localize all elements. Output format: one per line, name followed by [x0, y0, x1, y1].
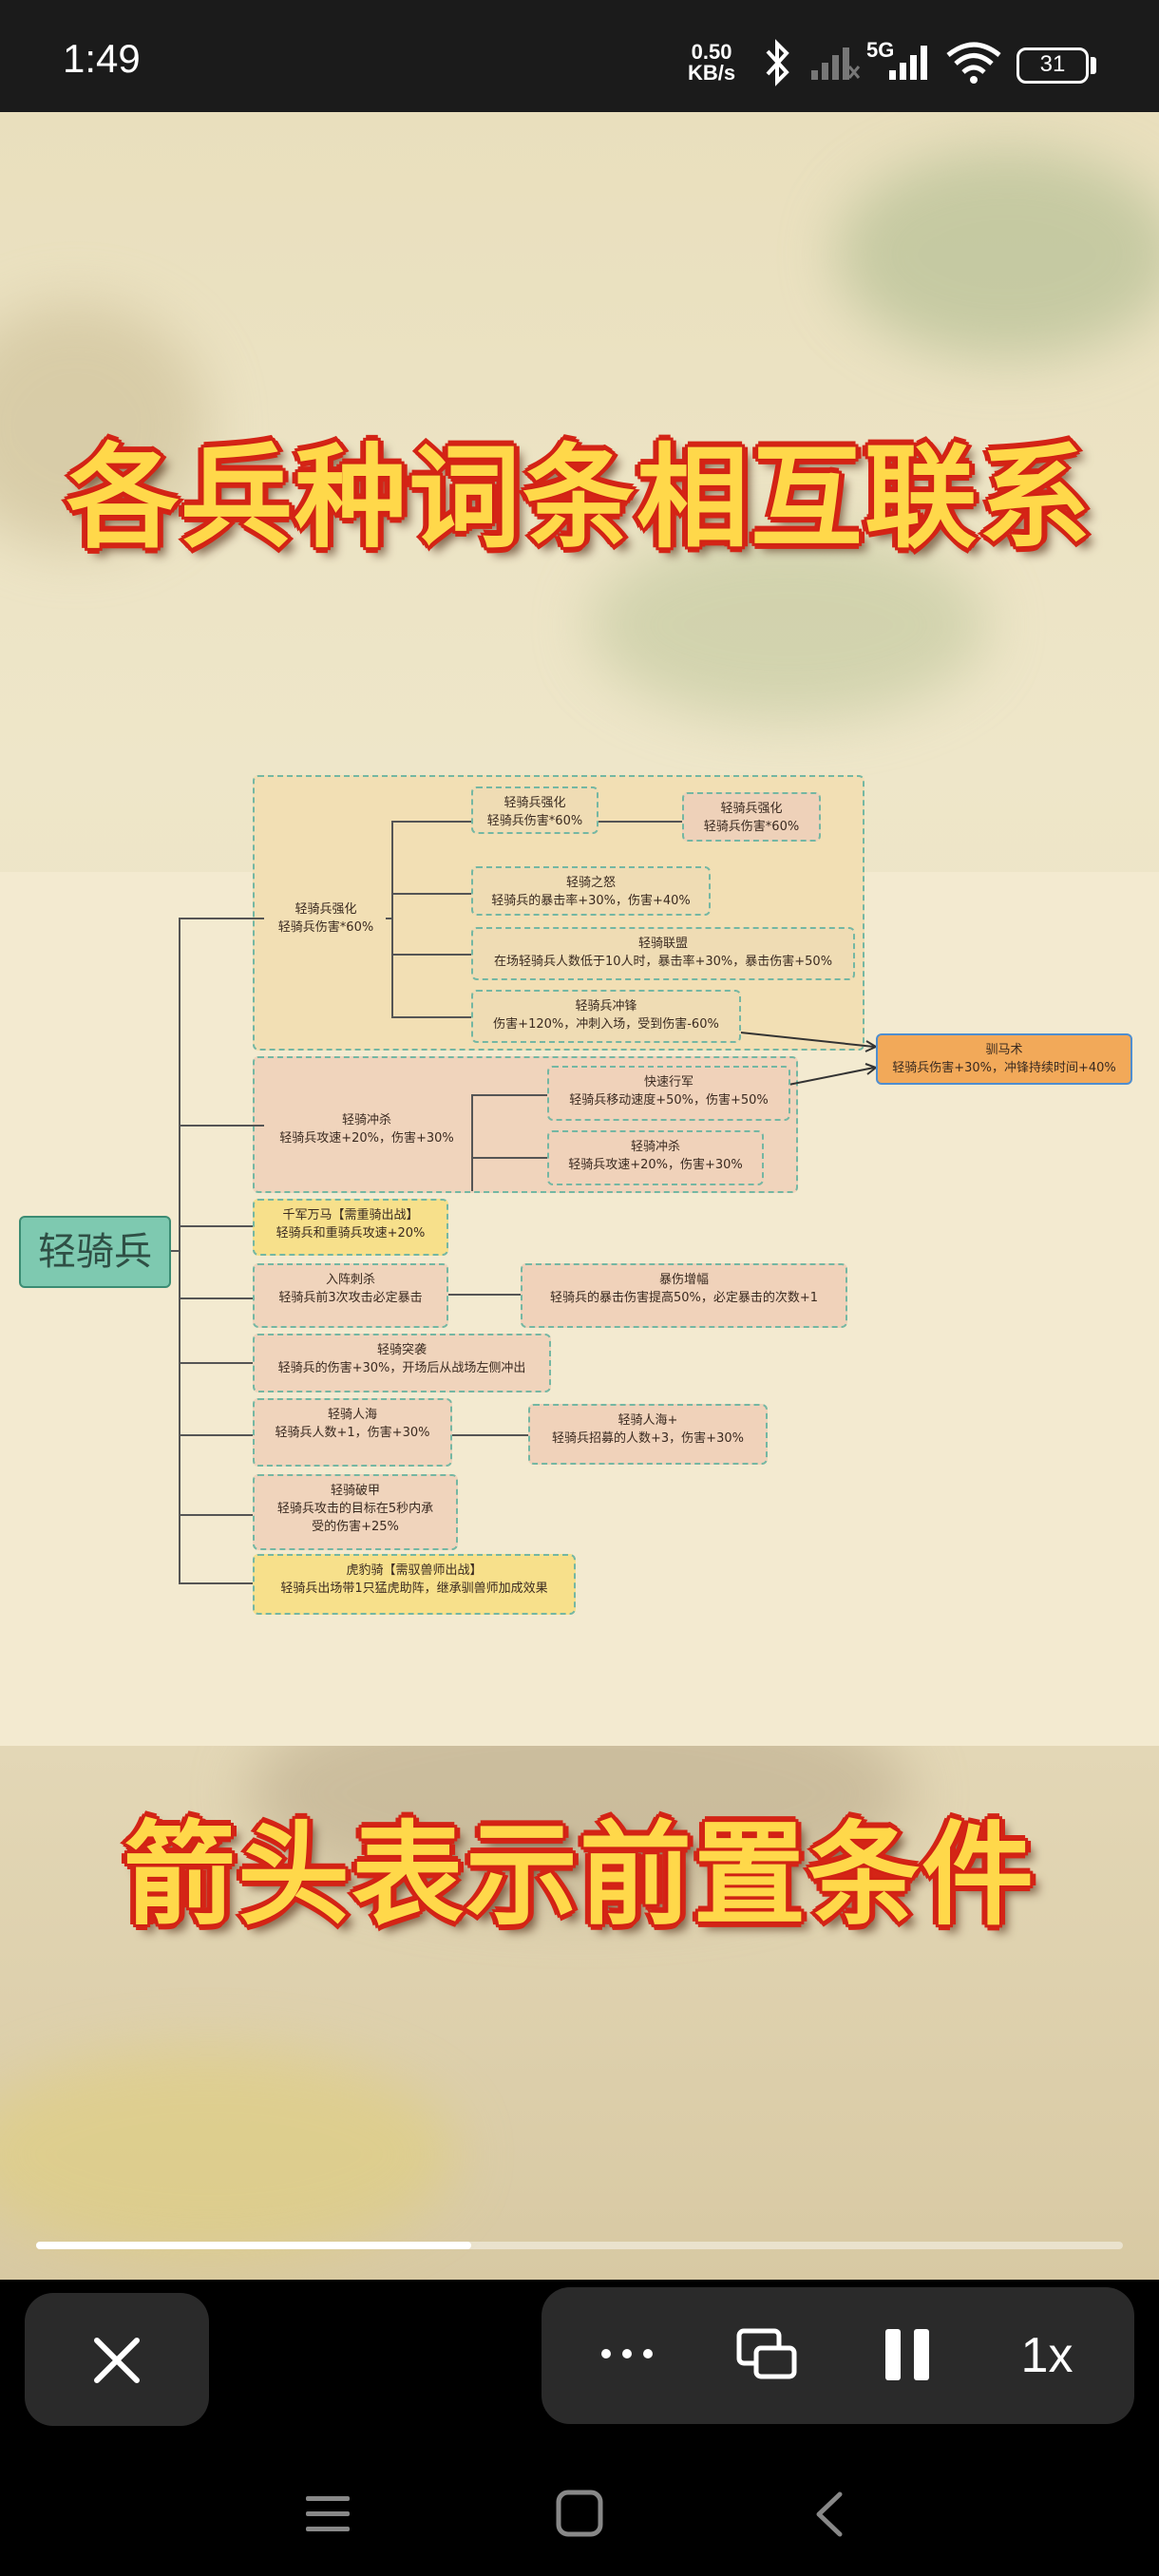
system-nav-bar — [0, 2451, 1159, 2576]
signal-weak-icon — [811, 47, 861, 80]
mindmap-node: 虎豹骑【需驭兽师出战】 轻骑兵出场带1只猛虎助阵，继承驯兽师加成效果 — [253, 1554, 576, 1615]
background-blur — [836, 150, 1159, 359]
connector-line — [179, 1125, 264, 1127]
signal-strong-icon — [889, 46, 927, 80]
connector-line — [179, 918, 180, 1582]
connector-line — [179, 1362, 253, 1364]
home-icon[interactable] — [555, 2489, 604, 2538]
background-blur — [0, 2050, 456, 2259]
mindmap-node: 千军万马【需重骑出战】 轻骑兵和重骑兵攻速+20% — [253, 1199, 448, 1256]
battery-icon — [1016, 47, 1089, 84]
pause-icon — [885, 2329, 929, 2380]
mindmap-node: 轻骑兵强化 轻骑兵伤害*60% — [682, 792, 821, 842]
background-blur — [589, 530, 988, 720]
wifi-icon — [946, 42, 1001, 84]
connector-line — [179, 918, 264, 919]
more-button[interactable] — [560, 2287, 694, 2424]
network-speed-unit: KB/s — [688, 61, 736, 85]
playback-speed-label: 1x — [1020, 2328, 1074, 2383]
mindmap-node: 轻骑兵强化 轻骑兵伤害*60% — [471, 786, 598, 834]
connector-line — [437, 1294, 522, 1296]
connector-line — [179, 1297, 253, 1299]
prerequisite-arrow — [732, 1031, 879, 1086]
mindmap-root: 轻骑兵 — [19, 1216, 171, 1288]
network-type-label: 5G — [866, 38, 895, 62]
status-bar: 1:49 0.50 KB/s 5G 31 — [0, 0, 1159, 112]
network-speed-value: 0.50 — [691, 40, 732, 64]
playback-speed-button[interactable]: 1x — [980, 2287, 1113, 2424]
caption-top: 各兵种词条相互联系 — [66, 432, 1092, 563]
connector-line — [386, 918, 393, 919]
connector-line — [391, 821, 393, 1016]
connector-line — [391, 954, 471, 956]
picture-in-picture-icon — [736, 2328, 797, 2379]
network-speed: 0.50 KB/s — [688, 42, 735, 84]
connector-line — [171, 1250, 180, 1252]
back-icon[interactable] — [809, 2489, 847, 2540]
mindmap-node: 轻骑破甲 轻骑兵攻击的目标在5秒内承 受的伤害+25% — [253, 1474, 458, 1550]
background-blur — [0, 302, 209, 549]
mindmap-node-highlight: 驯马术 轻骑兵伤害+30%，冲锋持续时间+40% — [876, 1033, 1132, 1085]
status-time: 1:49 — [63, 36, 141, 81]
mindmap-node: 轻骑兵强化 轻骑兵伤害*60% — [277, 902, 374, 935]
pause-button[interactable] — [840, 2287, 973, 2424]
bluetooth-icon — [766, 39, 789, 86]
connector-line — [471, 1094, 547, 1096]
connector-line — [446, 1434, 532, 1436]
video-player[interactable]: 各兵种词条相互联系 箭头表示前置条件 — [0, 112, 1159, 2280]
mindmap-node: 轻骑联盟 在场轻骑兵人数低于10人时，暴击率+30%，暴击伤害+50% — [471, 927, 855, 980]
more-icon — [601, 2349, 653, 2358]
battery-tip — [1091, 57, 1096, 74]
connector-line — [391, 1016, 471, 1018]
control-bar: 1x — [542, 2287, 1134, 2424]
battery-level: 31 — [1039, 51, 1066, 77]
mindmap-node: 轻骑人海 轻骑兵人数+1，伤害+30% — [253, 1398, 452, 1467]
mindmap-node: 轻骑冲杀 轻骑兵攻速+20%，伤害+30% — [279, 1113, 454, 1146]
connector-line — [179, 1225, 253, 1227]
mindmap-node: 轻骑冲杀 轻骑兵攻速+20%，伤害+30% — [547, 1130, 764, 1185]
connector-line — [179, 1582, 253, 1584]
menu-icon[interactable] — [302, 2491, 353, 2538]
connector-line — [179, 1434, 253, 1436]
caption-bottom: 箭头表示前置条件 — [123, 1809, 1036, 1941]
mindmap-node: 轻骑之怒 轻骑兵的暴击率+30%，伤害+40% — [471, 866, 711, 916]
close-button[interactable] — [25, 2293, 209, 2426]
connector-line — [471, 1094, 473, 1157]
video-progress-bar[interactable] — [36, 2242, 1123, 2249]
mindmap-node: 轻骑兵冲锋 伤害+120%，冲刺入场，受到伤害-60% — [471, 990, 741, 1043]
picture-in-picture-button[interactable] — [697, 2287, 830, 2424]
mindmap-node: 轻骑人海+ 轻骑兵招募的人数+3，伤害+30% — [528, 1404, 768, 1465]
connector-line — [179, 1514, 253, 1516]
connector-line — [391, 893, 471, 895]
mindmap-node: 暴伤增幅 轻骑兵的暴击伤害提高50%，必定暴击的次数+1 — [521, 1263, 847, 1328]
player-controls: 1x — [0, 2280, 1159, 2451]
mindmap-node: 快速行军 轻骑兵移动速度+50%，伤害+50% — [547, 1066, 790, 1121]
connector-line — [598, 821, 682, 823]
close-icon — [94, 2338, 140, 2383]
mindmap-node: 入阵刺杀 轻骑兵前3次攻击必定暴击 — [253, 1263, 448, 1328]
video-progress-fill — [36, 2242, 471, 2249]
connector-line — [471, 1157, 547, 1159]
mindmap-node: 轻骑突袭 轻骑兵的伤害+30%，开场后从战场左侧冲出 — [253, 1334, 551, 1392]
connector-line — [391, 821, 471, 823]
